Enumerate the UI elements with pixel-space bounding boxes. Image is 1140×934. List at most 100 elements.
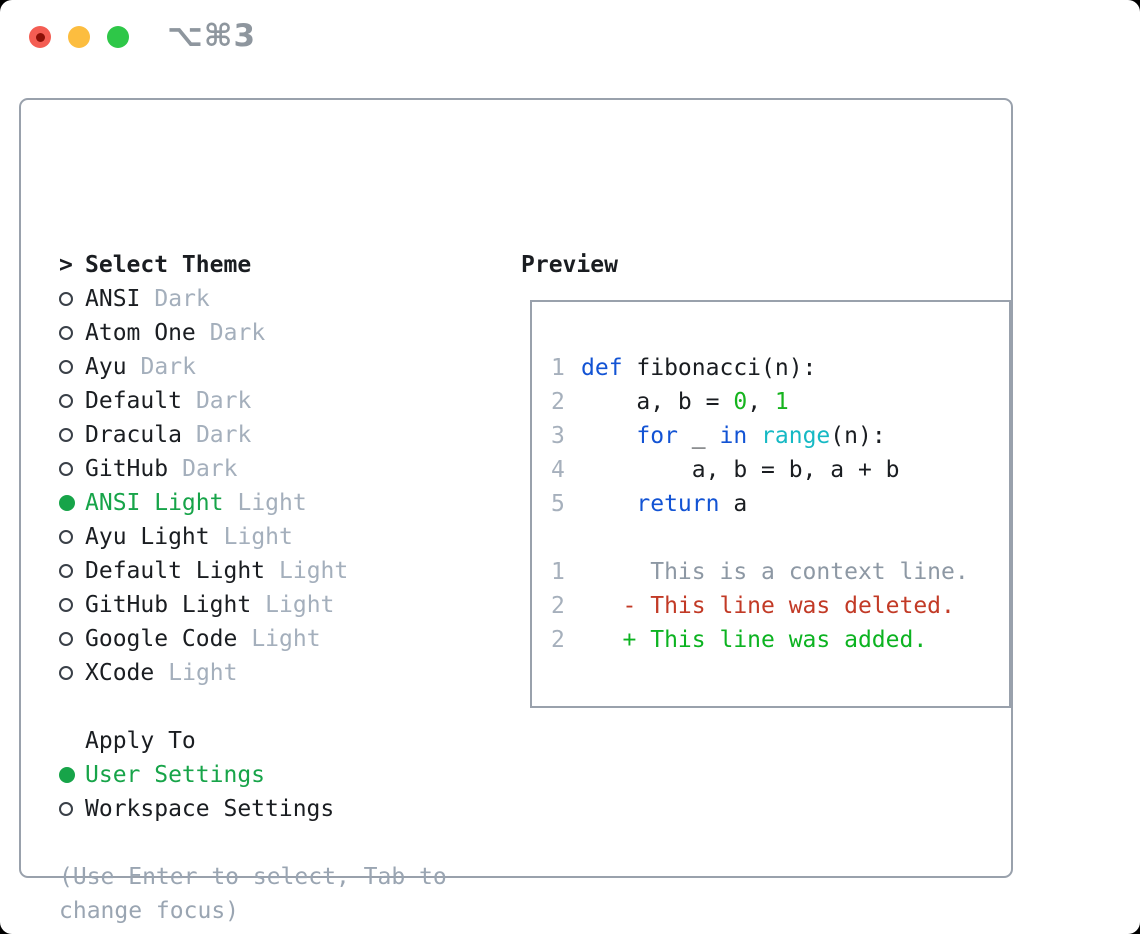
titlebar	[29, 26, 129, 48]
apply-option-user-settings[interactable]: User Settings	[59, 758, 334, 792]
theme-variant-tag: Light	[223, 524, 293, 550]
theme-name: Google Code	[85, 626, 238, 652]
radio-icon	[59, 564, 73, 578]
line-number: 1	[551, 559, 565, 585]
theme-name: Atom One	[85, 320, 196, 346]
radio-selected-icon	[59, 495, 75, 511]
theme-option-dracula[interactable]: Dracula Dark	[59, 418, 348, 452]
code-content: return a	[581, 491, 747, 517]
theme-list-title: Select Theme	[85, 252, 252, 278]
radio-icon	[59, 428, 73, 442]
code-content: for _ in range(n):	[581, 423, 886, 449]
preview-title: Preview	[521, 252, 618, 278]
code-content: This is a context line.	[581, 559, 969, 585]
code-line: 1 def fibonacci(n):	[551, 351, 1009, 385]
code-segment-keyword: def	[581, 355, 623, 381]
apply-option-label: Workspace Settings	[85, 796, 335, 822]
theme-option-atom-one[interactable]: Atom One Dark	[59, 316, 348, 350]
line-number: 2	[551, 389, 565, 415]
theme-name: Default	[85, 388, 182, 414]
theme-name: GitHub Light	[85, 592, 252, 618]
theme-variant-tag: Light	[168, 660, 238, 686]
code-segment-number: 1	[774, 389, 789, 415]
zoom-button[interactable]	[107, 26, 129, 48]
theme-name: Dracula	[85, 422, 182, 448]
code-segment-plain	[581, 491, 636, 517]
theme-option-xcode[interactable]: XCode Light	[59, 656, 348, 690]
theme-option-default-light[interactable]: Default Light Light	[59, 554, 348, 588]
code-line: 2 + This line was added.	[551, 623, 1009, 657]
code-segment-number: 0	[733, 389, 748, 415]
code-segment-plain	[747, 423, 761, 449]
theme-variant-tag: Light	[251, 626, 321, 652]
theme-variant-tag: Light	[237, 490, 307, 516]
code-segment-plain: fibonacci(n):	[622, 355, 817, 381]
theme-name: ANSI Light	[85, 490, 224, 516]
theme-option-ayu-light[interactable]: Ayu Light Light	[59, 520, 348, 554]
code-segment-keyword: return	[636, 491, 720, 517]
code-line: 4 a, b = b, a + b	[551, 453, 1009, 487]
line-number: 4	[551, 457, 565, 483]
radio-selected-icon	[59, 767, 75, 783]
radio-icon	[59, 462, 73, 476]
radio-icon	[59, 360, 73, 374]
theme-name: Ayu Light	[85, 524, 210, 550]
code-content: - This line was deleted.	[581, 593, 955, 619]
theme-variant-tag: Dark	[209, 320, 266, 346]
radio-icon	[59, 598, 73, 612]
code-segment-plain: a, b = b, a + b	[581, 457, 900, 483]
code-segment-context: This is a context line.	[581, 559, 969, 585]
help-line: (Use Enter to select, Tab to	[59, 864, 447, 890]
theme-name: Default Light	[85, 558, 266, 584]
apply-option-workspace-settings[interactable]: Workspace Settings	[59, 792, 334, 826]
minimize-button[interactable]	[68, 26, 90, 48]
code-content: a, b = b, a + b	[581, 457, 900, 483]
code-content: def fibonacci(n):	[581, 355, 816, 381]
help-line: change focus)	[59, 898, 240, 924]
window-title: ⌥⌘3	[167, 18, 257, 54]
code-segment-keyword: for	[636, 423, 678, 449]
code-line: 2 - This line was deleted.	[551, 589, 1009, 623]
code-segment-plain: (n):	[830, 423, 886, 449]
close-button[interactable]	[29, 26, 51, 48]
code-line: 3 for _ in range(n):	[551, 419, 1009, 453]
code-segment-plain: _	[677, 423, 720, 449]
line-number: 1	[551, 355, 565, 381]
line-number: 3	[551, 423, 565, 449]
apply-option-label: User Settings	[85, 762, 266, 788]
theme-option-ansi-light[interactable]: ANSI Light Light	[59, 486, 348, 520]
theme-name: XCode	[85, 660, 155, 686]
theme-list-header: > Select Theme	[59, 248, 348, 282]
code-content: a, b = 0, 1	[581, 389, 789, 415]
help-text: (Use Enter to select, Tab to change focus…	[59, 860, 447, 928]
apply-to-header: Apply To	[85, 728, 196, 754]
theme-variant-tag: Dark	[154, 286, 210, 312]
cursor-chevron-icon: >	[59, 252, 73, 278]
code-segment-keyword: in	[719, 423, 748, 449]
theme-variant-tag: Dark	[195, 422, 252, 448]
code-segment-plain: ,	[747, 389, 775, 415]
radio-icon	[59, 632, 73, 646]
code-line: 2 a, b = 0, 1	[551, 385, 1009, 419]
code-segment-plain: a, b =	[581, 389, 734, 415]
code-content: + This line was added.	[581, 627, 928, 653]
code-line: 5 return a	[551, 487, 1009, 521]
theme-name: Ayu	[85, 354, 127, 380]
code-segment-plain	[581, 423, 636, 449]
code-line: 1 This is a context line.	[551, 555, 1009, 589]
code-segment-deleted: - This line was deleted.	[581, 593, 955, 619]
radio-icon	[59, 530, 73, 544]
theme-variant-tag: Light	[279, 558, 349, 584]
theme-name: GitHub	[85, 456, 169, 482]
theme-option-google-code[interactable]: Google Code Light	[59, 622, 348, 656]
radio-icon	[59, 802, 73, 816]
